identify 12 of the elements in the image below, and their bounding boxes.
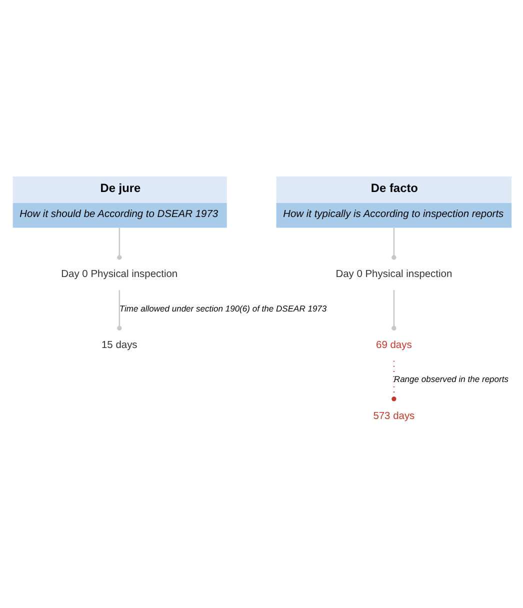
edge-label: Range observed in the reports: [393, 374, 508, 384]
connector: [391, 290, 396, 331]
connector: [391, 228, 396, 260]
edge-label: Time allowed under section 190(6) of the DSEAR 1973: [118, 303, 326, 314]
node-text: Day 0 Physical inspection: [60, 269, 178, 280]
node-text: 573 days: [372, 410, 414, 422]
connector: [116, 228, 122, 260]
connector: [116, 290, 122, 331]
node-text: 15 days: [101, 340, 137, 351]
connector: [391, 360, 396, 402]
node-text: 69 days: [376, 340, 412, 351]
node-text: Day 0 Physical inspection: [335, 269, 452, 280]
